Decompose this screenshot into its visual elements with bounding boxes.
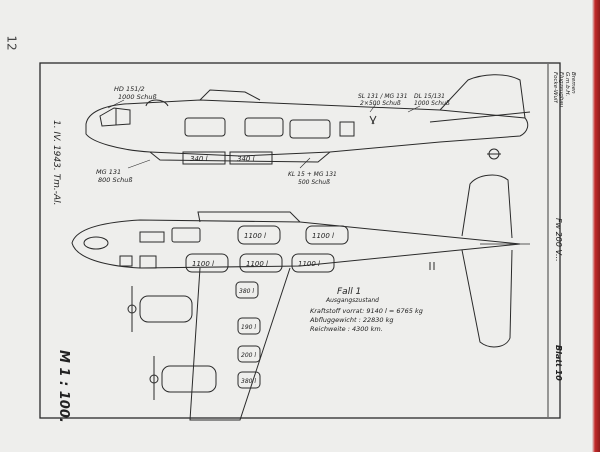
- plan-wing-root-upper: [197, 211, 301, 223]
- wing-tank-outline: [237, 371, 261, 389]
- side-view-labels: HD 151/2 1000 Schuß SL 131 / MG 131 2×50…: [96, 85, 450, 186]
- wing-tank-label: 380 l: [239, 288, 254, 295]
- side-tank-outline: [182, 151, 226, 165]
- gun-barrel: [371, 115, 377, 125]
- armament-label: 1000 Schuß: [414, 100, 450, 107]
- cockpit-glazing: [99, 107, 131, 127]
- title-block-line: Bremen: [570, 72, 576, 94]
- fuselage-hatch: [339, 121, 355, 137]
- drawing-frame: [39, 62, 561, 419]
- armament-label: 2×500 Schuß: [360, 100, 401, 107]
- plan-hatch: [171, 227, 201, 243]
- loading-case-block: Fall 1 Ausgangszustand Kraftstoff vorrat…: [309, 287, 423, 333]
- leader-line: [127, 159, 151, 169]
- leader-line: [299, 157, 311, 169]
- title-block-line: Focke-Wulf: [552, 72, 558, 103]
- wing-tank-outline: [237, 345, 261, 363]
- fuselage-tank-outline: [239, 253, 283, 273]
- leader-line: [369, 103, 377, 113]
- tank-capacity-label: 1100 l: [312, 232, 334, 240]
- date-stamp: 1. IV. 1943. Tm.-Al.: [51, 120, 61, 205]
- loading-case-row: Abfluggewicht : 22830 kg: [309, 316, 393, 324]
- loading-case-title: Fall 1: [337, 287, 361, 297]
- plan-nose-glazing: [83, 236, 109, 250]
- armament-label: DL 15/131: [414, 93, 445, 100]
- tank-capacity-label: 1100 l: [192, 260, 214, 268]
- leader-line: [107, 99, 125, 109]
- armament-label: HD 151/2: [114, 85, 145, 93]
- engine-nacelle: [161, 365, 217, 393]
- fuselage-tank-outline: [237, 225, 281, 245]
- gun-barrel: [369, 115, 375, 125]
- side-tank-outline: [229, 151, 273, 165]
- side-wing-root: [199, 89, 261, 101]
- fuselage-window: [244, 117, 284, 137]
- aircraft-type-label: Fw 200 V...: [554, 218, 563, 262]
- tailplane-lower: [461, 249, 513, 348]
- aircraft-type-text: Fw 200 V...: [554, 218, 563, 262]
- plan-hatch: [119, 255, 133, 267]
- sheet-text: Blatt 10: [554, 345, 563, 381]
- plan-view-aircraft: [71, 174, 530, 421]
- tank-capacity-label: 1100 l: [298, 260, 320, 268]
- loading-case-row: Reichweite : 4300 km.: [310, 325, 383, 333]
- plan-hatch: [139, 231, 165, 243]
- side-stabilizer: [429, 111, 531, 123]
- side-view-aircraft: [85, 74, 531, 169]
- wing-tank-label: 380 l: [241, 378, 256, 385]
- armament-label: 1000 Schuß: [118, 93, 157, 101]
- plan-view-labels: 1100 l 1100 l 1100 l 1100 l 1100 l 380 l…: [192, 232, 334, 385]
- armament-label: 800 Schuß: [98, 176, 133, 184]
- title-block-line: G.m.b.H.: [564, 72, 570, 96]
- fuselage-window: [289, 119, 331, 139]
- tank-capacity-label: 1100 l: [244, 232, 266, 240]
- side-vertical-tail: [439, 74, 526, 119]
- loading-case-subtitle: Ausgangszustand: [325, 297, 379, 304]
- loading-case-row: Kraftstoff vorrat: 9140 l = 6765 kg: [310, 307, 423, 315]
- plan-wing: [189, 267, 291, 421]
- tank-capacity-label: 340 l: [190, 155, 208, 163]
- fuselage-window: [184, 117, 226, 137]
- title-block: Focke-Wulf Flugzeugbau G.m.b.H. Bremen: [552, 72, 576, 108]
- armament-label: 500 Schuß: [298, 179, 330, 186]
- scale-label: M 1 : 100.: [56, 350, 71, 423]
- plan-hatch: [139, 255, 157, 269]
- fuselage-tank-outline: [185, 253, 229, 273]
- date-stamp-text: 1. IV. 1943. Tm.-Al.: [51, 120, 61, 205]
- side-fuselage: [85, 99, 529, 157]
- title-block-line: Flugzeugbau: [558, 72, 564, 108]
- wing-tank-label: 190 l: [241, 324, 256, 331]
- leader-line: [407, 105, 421, 113]
- tank-capacity-label: 340 l: [237, 155, 255, 163]
- wing-tank-outline: [235, 281, 259, 299]
- propeller-hub: [127, 304, 137, 314]
- dorsal-turret: [145, 99, 169, 107]
- engine-nacelle: [139, 295, 193, 323]
- wing-tank-outline: [237, 317, 261, 335]
- sheet-label: Blatt 10: [554, 345, 563, 381]
- fuselage-tank-outline: [291, 253, 335, 273]
- book-spine-red-edge: [592, 0, 600, 452]
- fuselage-tank-outline: [305, 225, 349, 245]
- scale-text: M 1 : 100.: [56, 350, 71, 423]
- tailplane-upper: [461, 174, 513, 239]
- armament-label: MG 131: [96, 168, 121, 176]
- armament-label: SL 131 / MG 131: [358, 93, 408, 100]
- tank-capacity-label: 1100 l: [246, 260, 268, 268]
- wing-tank-label: 200 l: [241, 352, 256, 359]
- propeller-hub: [149, 374, 159, 384]
- armament-label: KL 15 + MG 131: [288, 171, 337, 178]
- ventral-gondola: [149, 151, 331, 163]
- plan-fuselage: [71, 219, 521, 269]
